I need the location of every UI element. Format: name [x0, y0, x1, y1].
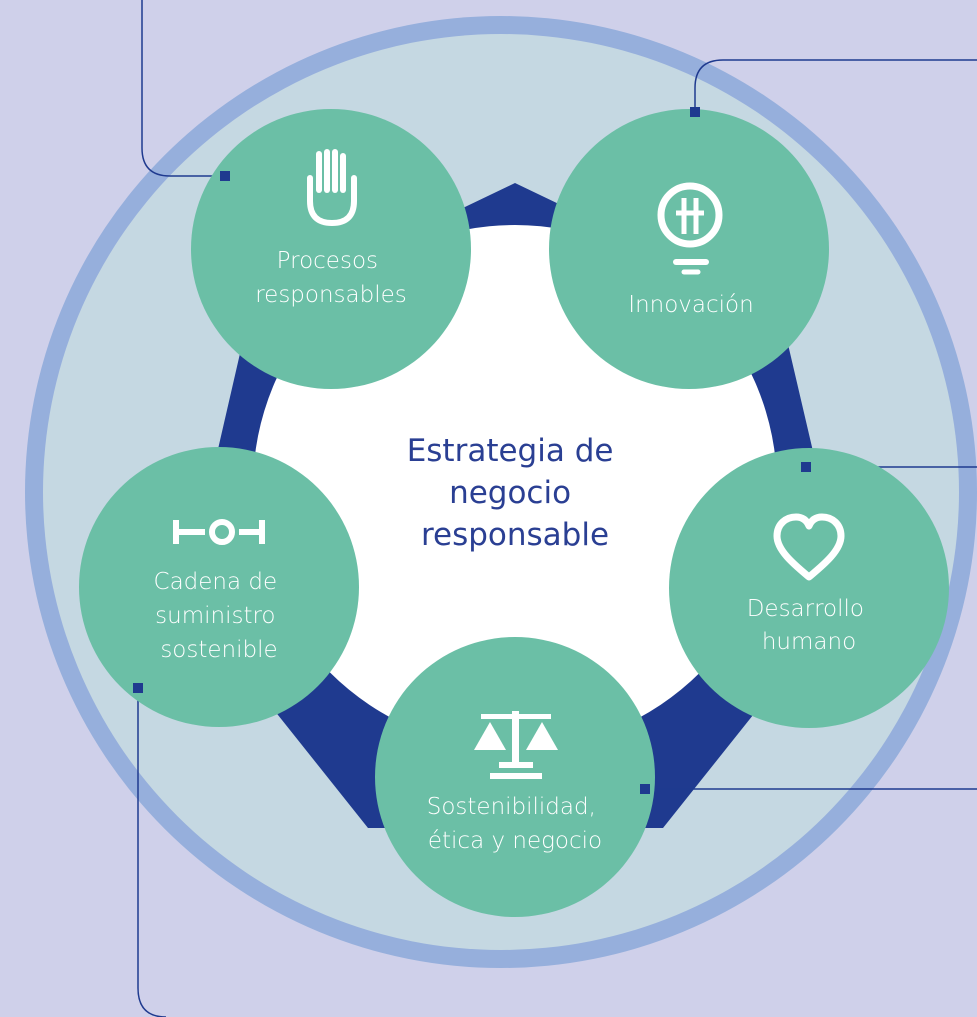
procesos-line-1: Procesos [277, 248, 378, 274]
node-circle-innovacion [549, 109, 829, 389]
marker-innovacion [690, 107, 700, 117]
marker-desarrollo [801, 462, 811, 472]
node-label-procesos: Procesos responsables [255, 248, 407, 308]
marker-cadena [133, 683, 143, 693]
center-line-2: negocio [449, 475, 571, 511]
innovacion-line-1: Innovación [628, 292, 753, 318]
sostenibilidad-line-2: ética y negocio [428, 828, 602, 854]
sostenibilidad-line-1: Sostenibilidad, [427, 794, 596, 820]
desarrollo-line-1: Desarrollo [747, 596, 864, 622]
center-line-1: Estrategia de [407, 433, 614, 469]
node-label-desarrollo: Desarrollo humano [747, 596, 872, 655]
cadena-line-2: suministro [155, 603, 275, 629]
center-title: Estrategia de negocio responsable [407, 433, 624, 553]
connector-markers [133, 107, 811, 794]
node-circle-procesos [191, 109, 471, 389]
cadena-line-1: Cadena de [154, 569, 278, 595]
balance-scale-icon [474, 711, 558, 779]
heart-icon [773, 513, 845, 581]
supply-chain-icon [173, 519, 265, 545]
connector-innovacion [694, 59, 977, 112]
marker-procesos [220, 171, 230, 181]
node-circle-desarrollo [669, 448, 949, 728]
desarrollo-line-2: humano [762, 629, 856, 655]
node-label-innovacion: Innovación [628, 292, 753, 318]
procesos-line-2: responsables [255, 282, 407, 308]
node-label-cadena: Cadena de suministro sostenible [154, 569, 285, 663]
node-circle-cadena [79, 447, 359, 727]
raised-hand-icon [307, 149, 357, 226]
center-line-3: responsable [421, 517, 609, 553]
lightbulb-icon [657, 182, 723, 275]
node-label-sostenibilidad: Sostenibilidad, ética y negocio [427, 794, 603, 854]
connector-procesos [141, 0, 225, 177]
marker-sostenibilidad [640, 784, 650, 794]
cadena-line-3: sostenible [160, 637, 277, 663]
